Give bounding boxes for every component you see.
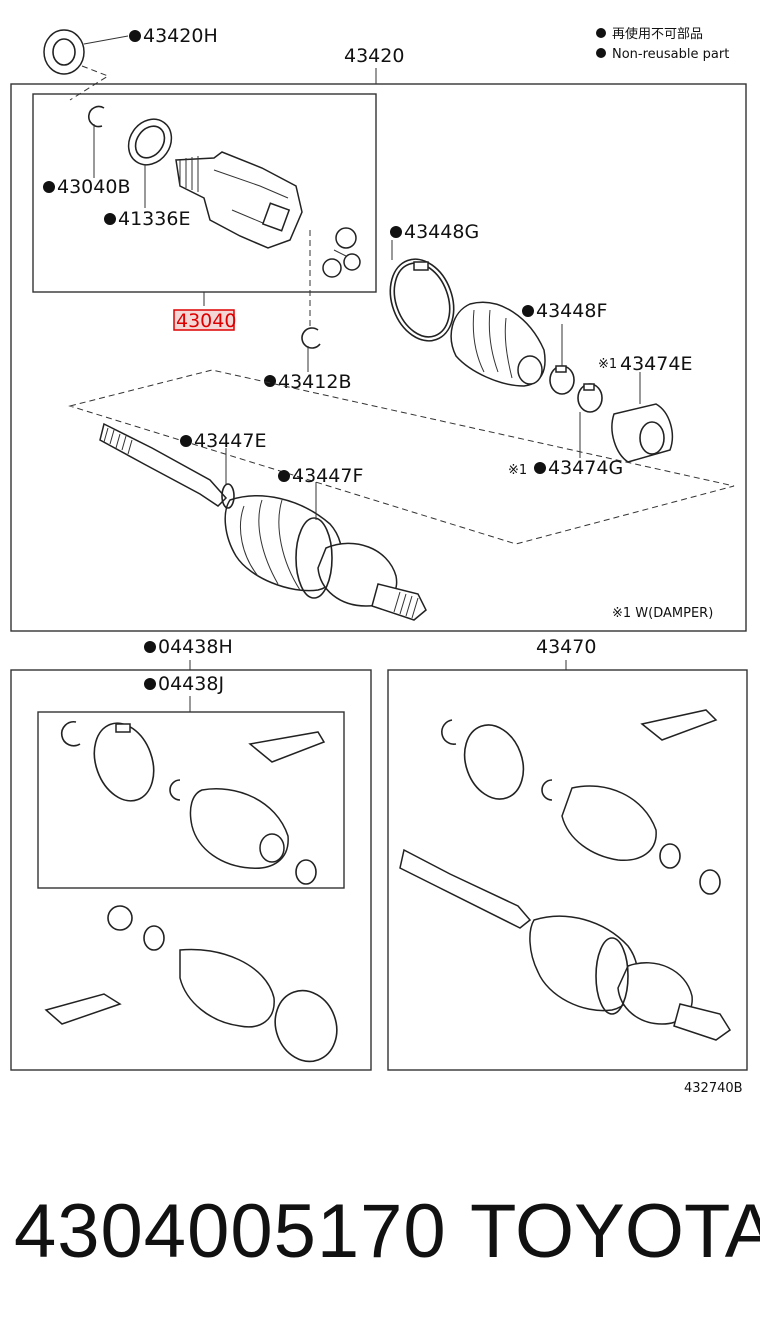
label-43474G[interactable]: 43474G: [548, 457, 623, 479]
highlight-43040: [173, 309, 235, 331]
label-43448G[interactable]: 43448G: [404, 221, 479, 243]
non-reusable-dot-icon: [104, 213, 116, 225]
non-reusable-dot-icon: [534, 462, 546, 474]
label-43470[interactable]: 43470: [536, 636, 596, 658]
drive-shaft-assembly[interactable]: [99, 422, 427, 621]
legend: 再使用不可部品 Non-reusable part: [596, 26, 729, 62]
label-43474E[interactable]: 43474E: [620, 353, 692, 375]
non-reusable-dot-icon: [43, 181, 55, 193]
label-43448F[interactable]: 43448F: [536, 300, 607, 322]
boot-clamp-43448G[interactable]: [379, 240, 464, 350]
seal-41336E[interactable]: [120, 111, 180, 208]
snap-ring-43412B[interactable]: [301, 327, 321, 372]
inboard-joint-housing[interactable]: [175, 151, 303, 249]
legend-dot-icon: [596, 48, 606, 58]
shaft-43470-parts: [399, 709, 732, 1041]
legend-cjk: 再使用不可部品: [612, 26, 703, 42]
boot-kit-04438H-frame: [10, 669, 372, 1071]
label-mark-1a: ※1: [598, 357, 617, 372]
snap-ring-43040B[interactable]: [88, 105, 105, 178]
non-reusable-dot-icon: [144, 678, 156, 690]
non-reusable-dot-icon: [264, 375, 276, 387]
assembly-43420-frame: [10, 83, 747, 632]
legend-dot-icon: [596, 28, 606, 38]
damper-43474E[interactable]: [611, 372, 674, 463]
boot-kit-04438J-frame: [37, 711, 345, 889]
label-41336E[interactable]: 41336E: [118, 208, 190, 230]
label-43040B[interactable]: 43040B: [57, 176, 130, 198]
diagram-code: 432740B: [684, 1081, 743, 1096]
label-43040[interactable]: 43040: [176, 310, 236, 332]
kit-j-parts: [60, 720, 326, 885]
label-43420H[interactable]: 43420H: [143, 25, 218, 47]
non-reusable-dot-icon: [522, 305, 534, 317]
shaft-assembly-43470-frame: [387, 669, 748, 1071]
label-43420[interactable]: 43420: [344, 45, 404, 67]
seal-43420H[interactable]: [43, 29, 129, 101]
boot-clamp-43448F[interactable]: [549, 324, 575, 395]
boot-inboard[interactable]: [450, 301, 546, 387]
boot-clamp-43474G[interactable]: [577, 383, 603, 458]
non-reusable-dot-icon: [180, 435, 192, 447]
non-reusable-dot-icon: [144, 641, 156, 653]
non-reusable-dot-icon: [390, 226, 402, 238]
label-mark-1b: ※1: [508, 463, 527, 478]
kit-h-parts: [44, 905, 338, 1063]
tripod-joint[interactable]: [322, 227, 361, 278]
non-reusable-dot-icon: [129, 30, 141, 42]
label-43412B[interactable]: 43412B: [278, 371, 351, 393]
label-43447E[interactable]: 43447E: [194, 430, 266, 452]
brand-name: TOYOTA: [470, 1189, 760, 1274]
label-04438H[interactable]: 04438H: [158, 636, 233, 658]
damper-note: ※1 W(DAMPER): [612, 606, 713, 621]
exploded-view-outline: [68, 369, 735, 545]
label-43447F[interactable]: 43447F: [292, 465, 363, 487]
label-04438J[interactable]: 04438J: [158, 673, 224, 695]
legend-en: Non-reusable part: [612, 47, 729, 62]
part-number: 4304005170: [14, 1189, 447, 1274]
non-reusable-dot-icon: [278, 470, 290, 482]
